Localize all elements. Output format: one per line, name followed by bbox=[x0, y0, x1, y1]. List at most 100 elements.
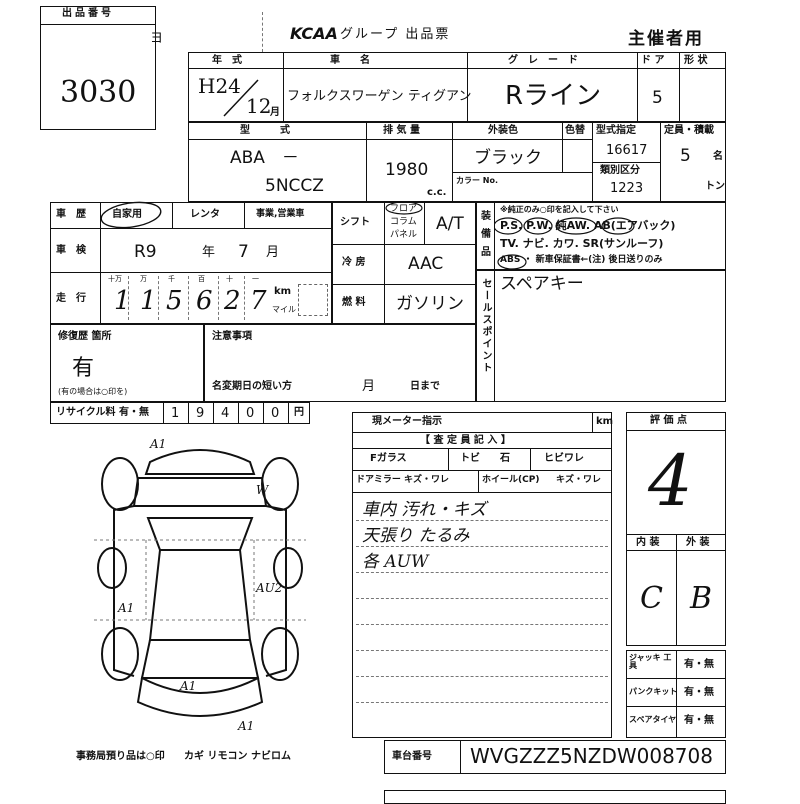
floor-circle bbox=[385, 201, 423, 215]
label-inspection-month: 月 bbox=[266, 245, 280, 260]
label-body: 形 状 bbox=[684, 55, 708, 66]
header-role: 主催者用 bbox=[628, 29, 704, 49]
label-shift: シフト bbox=[340, 217, 370, 228]
interior-score: C bbox=[640, 581, 663, 616]
row1-v3 bbox=[637, 52, 638, 122]
mileage-digit-3: 6 bbox=[196, 286, 213, 316]
label-wheel-damage: キズ・ワレ bbox=[556, 475, 602, 485]
damage-mark-front: A1 bbox=[150, 437, 167, 451]
score-v1 bbox=[676, 534, 677, 646]
repair-note: (有の場合は○印を) bbox=[58, 387, 128, 396]
brand-logo: KCAA bbox=[290, 24, 338, 43]
label-mile: マイル bbox=[272, 305, 296, 314]
label-name-change-month: 月 bbox=[362, 379, 376, 394]
car-damage-diagram bbox=[94, 449, 306, 717]
mileage-digit-0: 1 bbox=[114, 286, 131, 316]
car-name: フォルクスワーゲン ティグアン bbox=[287, 89, 472, 104]
mileage-digit-label-4: 十 bbox=[226, 275, 233, 283]
recycle-v2 bbox=[213, 402, 214, 424]
lot-label: 出品番号 bbox=[62, 8, 114, 19]
history-h2 bbox=[50, 272, 332, 273]
label-mileage: 走 行 bbox=[56, 293, 86, 304]
label-color-no: カラー No. bbox=[456, 176, 499, 185]
recycle-digit-3: 0 bbox=[246, 406, 255, 421]
mileage-digit-label-3: 百 bbox=[198, 275, 205, 283]
corner-char: ヨ bbox=[150, 31, 164, 46]
label-meter: 現メーター指示 bbox=[372, 416, 442, 427]
fuel-value: ガソリン bbox=[396, 294, 464, 314]
label-jack: ジャッキ 工 具 bbox=[629, 653, 672, 670]
label-puncture-kit: パンクキット bbox=[629, 687, 678, 696]
label-doors: ド ア bbox=[641, 55, 665, 66]
header-dash-line bbox=[262, 12, 263, 52]
history-box bbox=[50, 202, 332, 324]
label-displacement: 排 気 量 bbox=[383, 125, 420, 136]
note-line-2 bbox=[356, 546, 608, 547]
mileage-div-4 bbox=[218, 276, 219, 320]
label-inspection: 車 検 bbox=[56, 245, 86, 256]
lot-number: 3030 bbox=[60, 75, 137, 110]
label-private-use: 自家用 bbox=[112, 209, 142, 220]
private-use-circle bbox=[100, 201, 162, 229]
label-exterior-color: 外装色 bbox=[488, 125, 518, 136]
label-ishi: 石 bbox=[500, 453, 510, 464]
label-sales-point: セールスポイント bbox=[480, 278, 491, 374]
note-line-5 bbox=[356, 624, 608, 625]
model-prefix: ABA － bbox=[230, 148, 299, 168]
row1-box bbox=[188, 52, 726, 122]
row2-type-line bbox=[592, 162, 660, 163]
history-v1 bbox=[172, 202, 173, 228]
exterior-score: B bbox=[690, 581, 713, 616]
inspector-h3 bbox=[352, 470, 612, 471]
recycle-v0 bbox=[163, 402, 164, 424]
label-wheel: ホイール(CP) bbox=[482, 475, 540, 485]
bottom-box-edge bbox=[384, 790, 726, 804]
label-category: 類別区分 bbox=[600, 165, 640, 176]
inspector-h1 bbox=[352, 432, 612, 433]
note-line-7 bbox=[356, 676, 608, 677]
row2-header-line-a bbox=[188, 139, 452, 140]
label-chassis: 車台番号 bbox=[392, 751, 432, 762]
row2-v1 bbox=[366, 122, 367, 202]
damage-mark-windshield: W bbox=[256, 483, 269, 497]
chassis-box bbox=[384, 740, 726, 774]
damage-mark-rear: A1 bbox=[180, 679, 197, 693]
recycle-v3 bbox=[238, 402, 239, 424]
label-hibi: ヒビワレ bbox=[544, 453, 584, 464]
color-value: ブラック bbox=[474, 148, 542, 168]
row1-v1 bbox=[283, 52, 284, 122]
note-line-4 bbox=[356, 598, 608, 599]
score-value: 4 bbox=[648, 440, 693, 522]
sales-point-value: スペアキー bbox=[500, 274, 584, 294]
history-h1 bbox=[50, 228, 332, 229]
inspector-km-col bbox=[592, 412, 593, 432]
mileage-div-1 bbox=[128, 276, 129, 320]
label-type-designation: 型式指定 bbox=[596, 125, 636, 136]
label-history: 車 歴 bbox=[56, 209, 86, 220]
mech-shift-sub bbox=[424, 202, 425, 244]
puncture-kit-value: 有・無 bbox=[684, 687, 714, 698]
row1-v2 bbox=[467, 52, 468, 122]
year-month: 12 bbox=[246, 94, 272, 118]
equipment-line-2: TV. ナビ. カワ. SR(サンルーフ) bbox=[500, 237, 664, 250]
model-code: 5NCCZ bbox=[265, 176, 324, 196]
history-label-col bbox=[100, 202, 101, 324]
year-month-unit: 月 bbox=[270, 107, 280, 118]
row2-v2 bbox=[452, 122, 453, 202]
row2-box bbox=[188, 122, 726, 202]
transmission-value: A/T bbox=[436, 214, 464, 234]
recycle-digit-2: 4 bbox=[221, 406, 230, 421]
sales-point-box bbox=[476, 270, 726, 402]
mileage-digit-1: 1 bbox=[140, 286, 157, 316]
equipment-line-1: P.S. P.W. 純AW. AB(エアバック) bbox=[500, 219, 676, 232]
label-panel: パネル bbox=[390, 230, 418, 240]
recycle-v5 bbox=[288, 402, 289, 424]
label-ac: 冷 房 bbox=[342, 257, 366, 268]
inspector-note-3: 各 AUW bbox=[362, 552, 429, 572]
mileage-digit-2: 5 bbox=[166, 286, 183, 316]
mech-h1 bbox=[332, 244, 476, 245]
label-tobi: トビ bbox=[460, 453, 480, 464]
recycle-digit-4: 0 bbox=[271, 406, 280, 421]
equipment-note: ※純正のみ○印を記入して下さい bbox=[500, 205, 619, 214]
displacement-value: 1980 bbox=[385, 160, 429, 180]
